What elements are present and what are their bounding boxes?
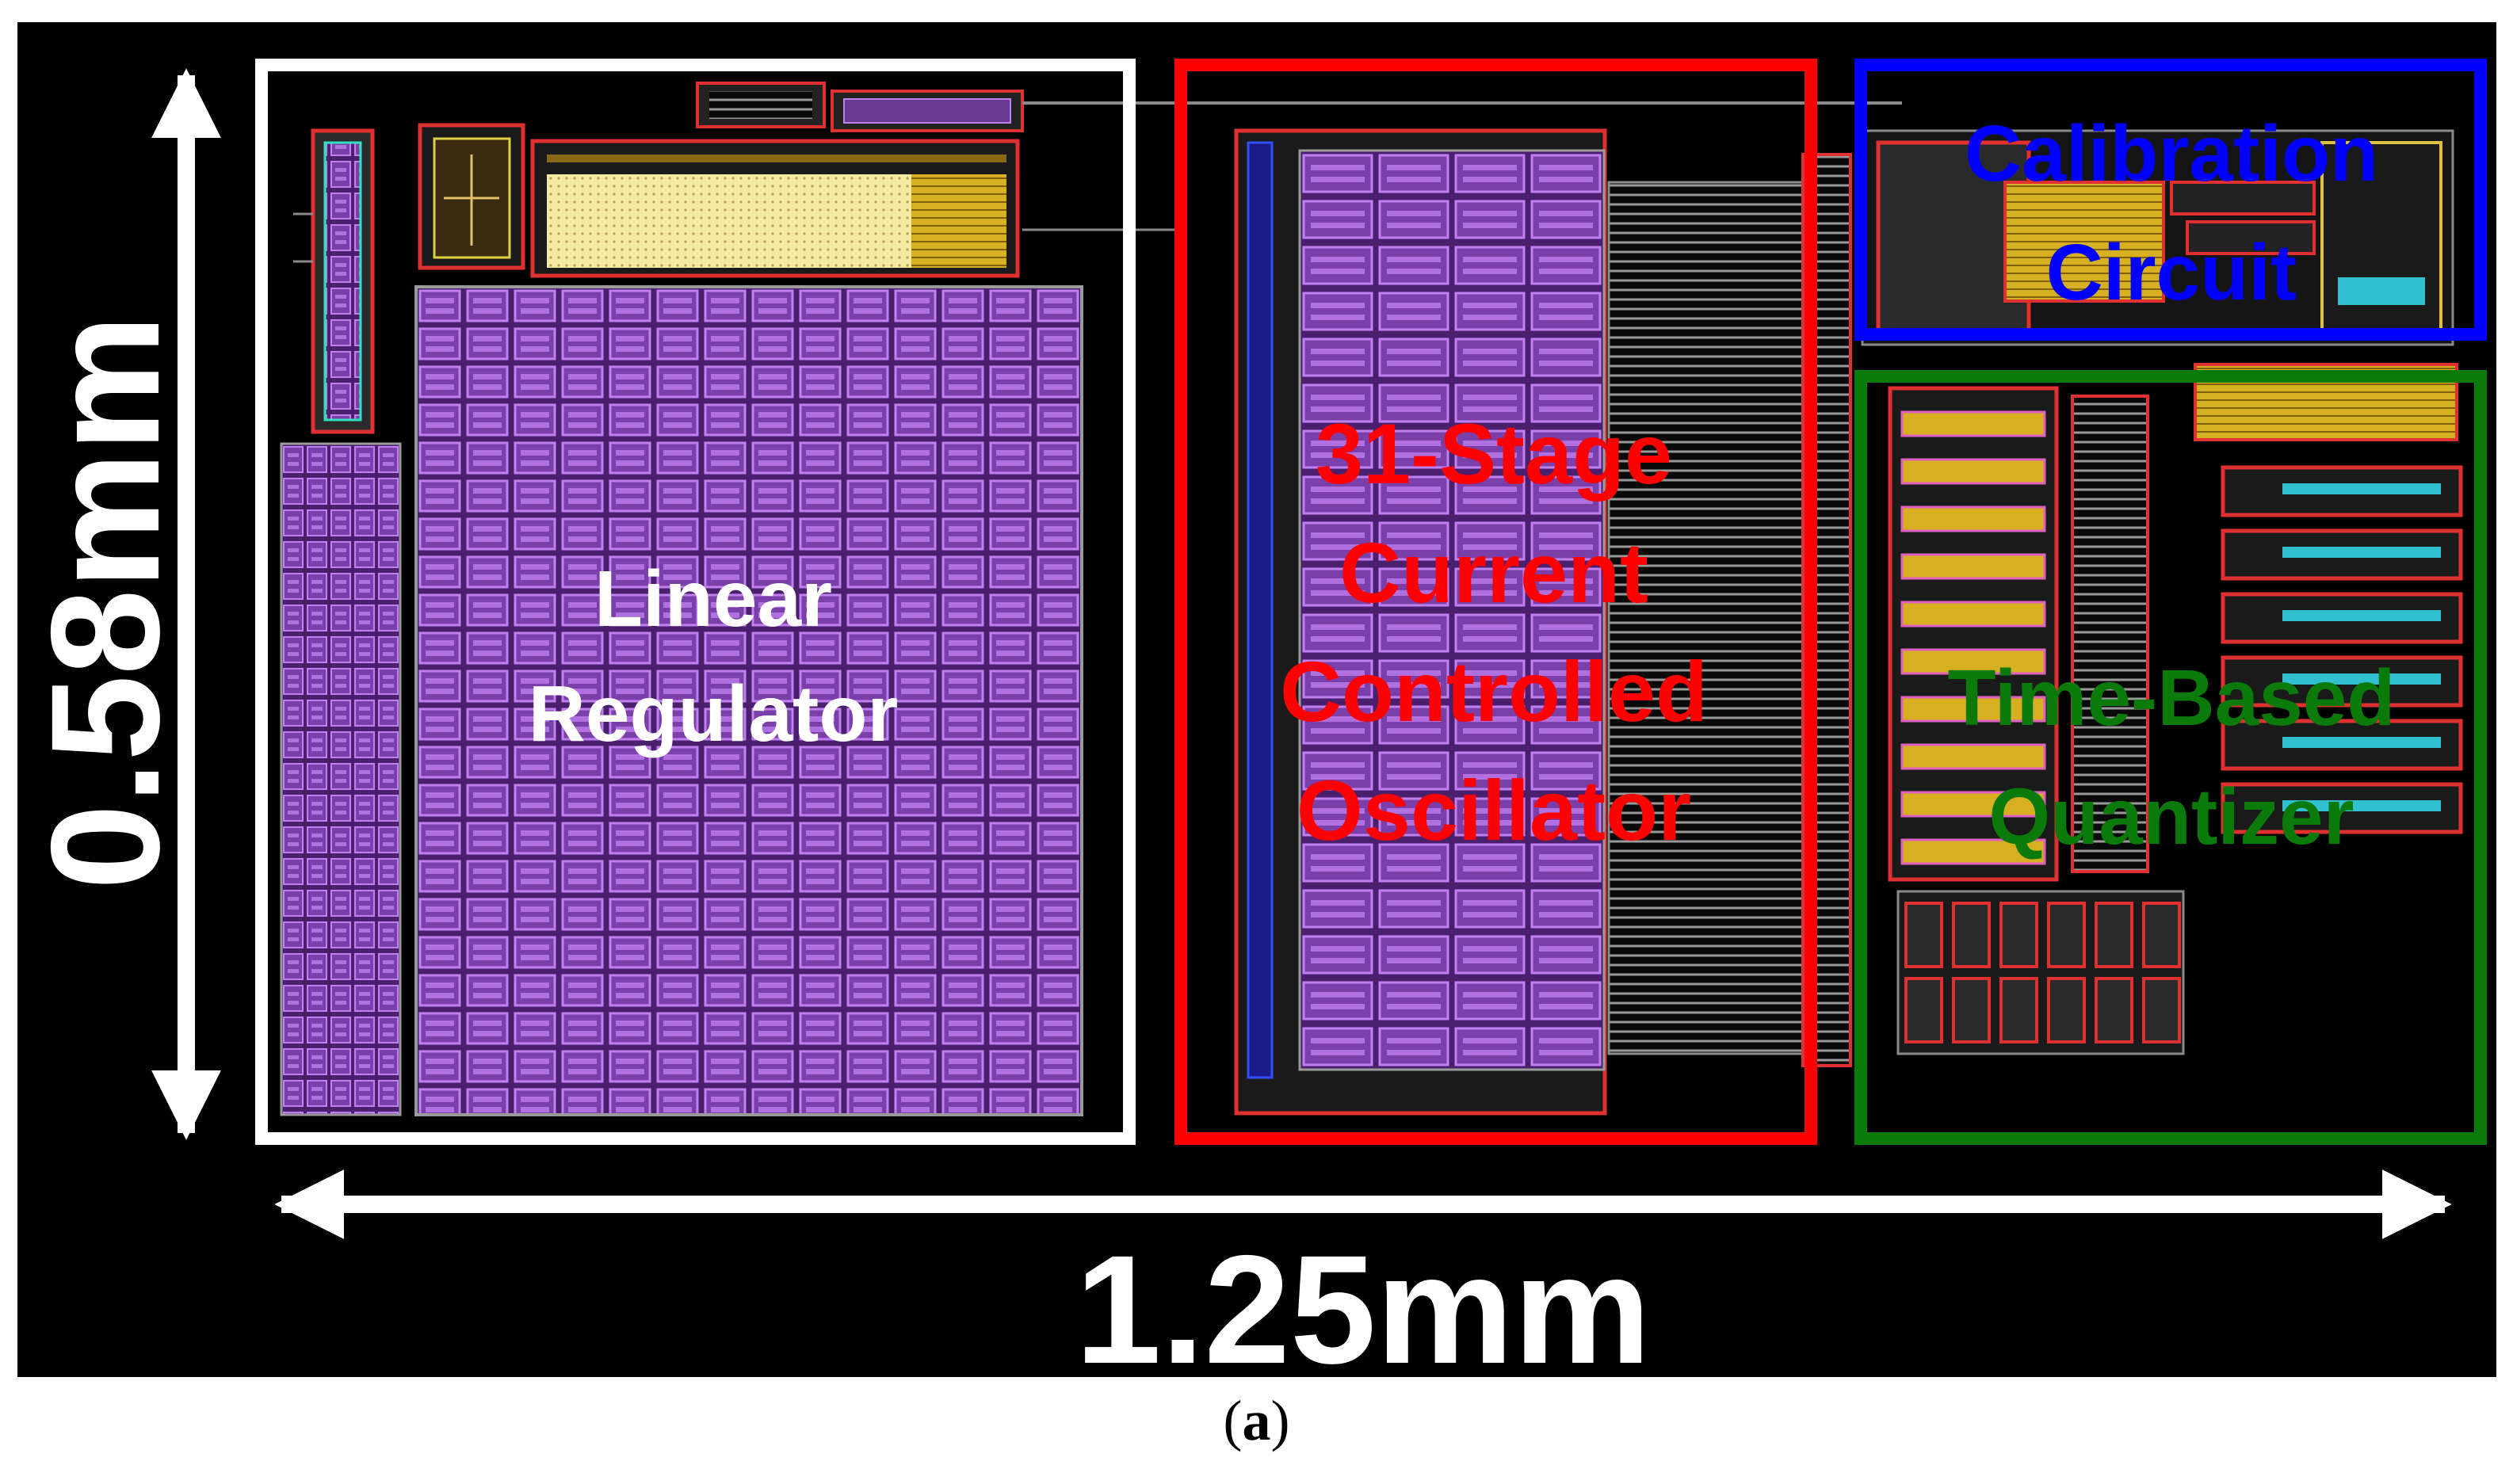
cco-label-line3: Controlled bbox=[1280, 643, 1708, 739]
quantizer-label-line1: Time-Based bbox=[1947, 654, 2395, 742]
caption-letter: a bbox=[1242, 1389, 1271, 1452]
linear-regulator-label-line2: Regulator bbox=[529, 670, 899, 758]
calibration-outline bbox=[1854, 59, 2487, 341]
cco-label: 31-Stage Current Controlled Oscillator bbox=[1280, 406, 1708, 858]
cco-stage-array bbox=[1300, 151, 1604, 1070]
calibration-label-line1: Calibration bbox=[1965, 109, 2378, 198]
figure-caption: (a) bbox=[1223, 1389, 1290, 1452]
quantizer-stage-column bbox=[1900, 410, 2046, 865]
cco-layout bbox=[1234, 128, 1852, 1116]
linear-regulator-layout bbox=[280, 82, 1902, 1116]
regulator-side-column bbox=[281, 444, 400, 1115]
cco-label-line2: Current bbox=[1339, 525, 1648, 620]
cco-outline bbox=[1174, 59, 1817, 1145]
linear-regulator-label: Linear Regulator bbox=[529, 555, 899, 758]
cco-output-lines bbox=[1609, 182, 1803, 1054]
quantizer-outline bbox=[1854, 370, 2487, 1145]
calibration-label-line2: Circuit bbox=[2046, 228, 2297, 317]
cco-label-line1: 31-Stage bbox=[1316, 406, 1672, 502]
quantizer-layout bbox=[1861, 129, 2463, 1055]
quantizer-flipflop-cells bbox=[1904, 902, 2181, 1043]
cco-label-line4: Oscillator bbox=[1297, 762, 1691, 858]
quantizer-label-line2: Quantizer bbox=[1988, 773, 2354, 861]
width-dimension-label: 1.25mm bbox=[1075, 1223, 1651, 1396]
regulator-transistor-array bbox=[416, 287, 1082, 1115]
linear-regulator-label-line1: Linear bbox=[594, 555, 832, 643]
quantizer-label: Time-Based Quantizer bbox=[1947, 654, 2395, 861]
linear-regulator-outline bbox=[255, 59, 1136, 1145]
calibration-label: Calibration Circuit bbox=[1965, 109, 2378, 317]
height-dimension-label: 0.58mm bbox=[19, 315, 192, 890]
